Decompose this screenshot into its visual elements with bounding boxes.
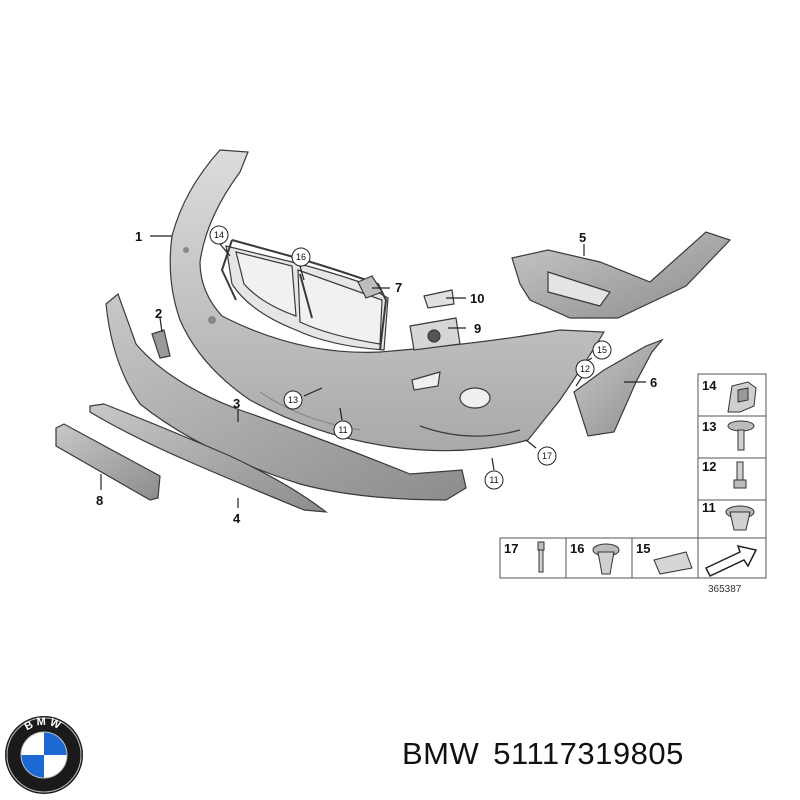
logo-letters: BMW (23, 716, 62, 733)
drawing-number: 365387 (708, 584, 742, 595)
callout-11-a: 11 (338, 425, 347, 435)
callout-4: 4 (233, 511, 241, 526)
lower-trim (89, 403, 328, 513)
direction-arrow-icon (704, 544, 758, 577)
callout-1: 1 (135, 229, 142, 244)
circled-callouts (209, 225, 612, 490)
fastener-legend-bottom: 17 16 15 (499, 537, 767, 579)
screw-icon (733, 461, 747, 489)
expansion-nut-icon (592, 543, 620, 575)
clip-nut-icon (727, 381, 757, 413)
callout-15: 15 (597, 345, 607, 355)
part-7-bracket (357, 275, 383, 299)
callout-13: 13 (288, 395, 298, 405)
callout-11-b: 11 (489, 475, 498, 485)
legend-label-16: 16 (570, 541, 584, 556)
legend-label-14: 14 (702, 378, 717, 393)
push-rivet-icon (537, 541, 545, 573)
callout-17: 17 (542, 451, 552, 461)
callout-10: 10 (470, 291, 484, 306)
part-number: 51117319805 (493, 736, 684, 771)
callout-6: 6 (650, 375, 657, 390)
part-2-clip (151, 329, 171, 359)
part-10-cover (423, 289, 455, 309)
callout-9: 9 (474, 321, 481, 336)
plate-base (55, 423, 161, 501)
callout-12: 12 (580, 364, 590, 374)
legend-label-11: 11 (702, 500, 716, 515)
bmw-logo: BMW (5, 716, 83, 794)
callout-16: 16 (296, 252, 306, 262)
callout-5: 5 (579, 230, 586, 245)
fastener-legend: 14 13 12 11 (697, 373, 767, 543)
retainer-clip-icon (653, 551, 693, 575)
legend-label-15: 15 (636, 541, 650, 556)
legend-label-13: 13 (702, 419, 716, 434)
callout-8: 8 (96, 493, 103, 508)
callout-14: 14 (214, 230, 224, 240)
part-9-holder (409, 317, 461, 351)
flange-nut-icon (725, 505, 755, 531)
screw-washer-icon (727, 420, 755, 451)
side-bracket-right (511, 231, 732, 319)
callout-7: 7 (395, 280, 402, 295)
callout-3: 3 (233, 396, 240, 411)
brand-name: BMW (402, 736, 480, 771)
legend-label-12: 12 (702, 459, 716, 474)
legend-label-17: 17 (504, 541, 518, 556)
part-caption: BMW 51117319805 (402, 736, 698, 772)
svg-text:BMW: BMW (23, 716, 65, 733)
callout-2: 2 (155, 306, 162, 321)
leader-lines (100, 235, 646, 508)
spoiler-strip (105, 292, 467, 501)
